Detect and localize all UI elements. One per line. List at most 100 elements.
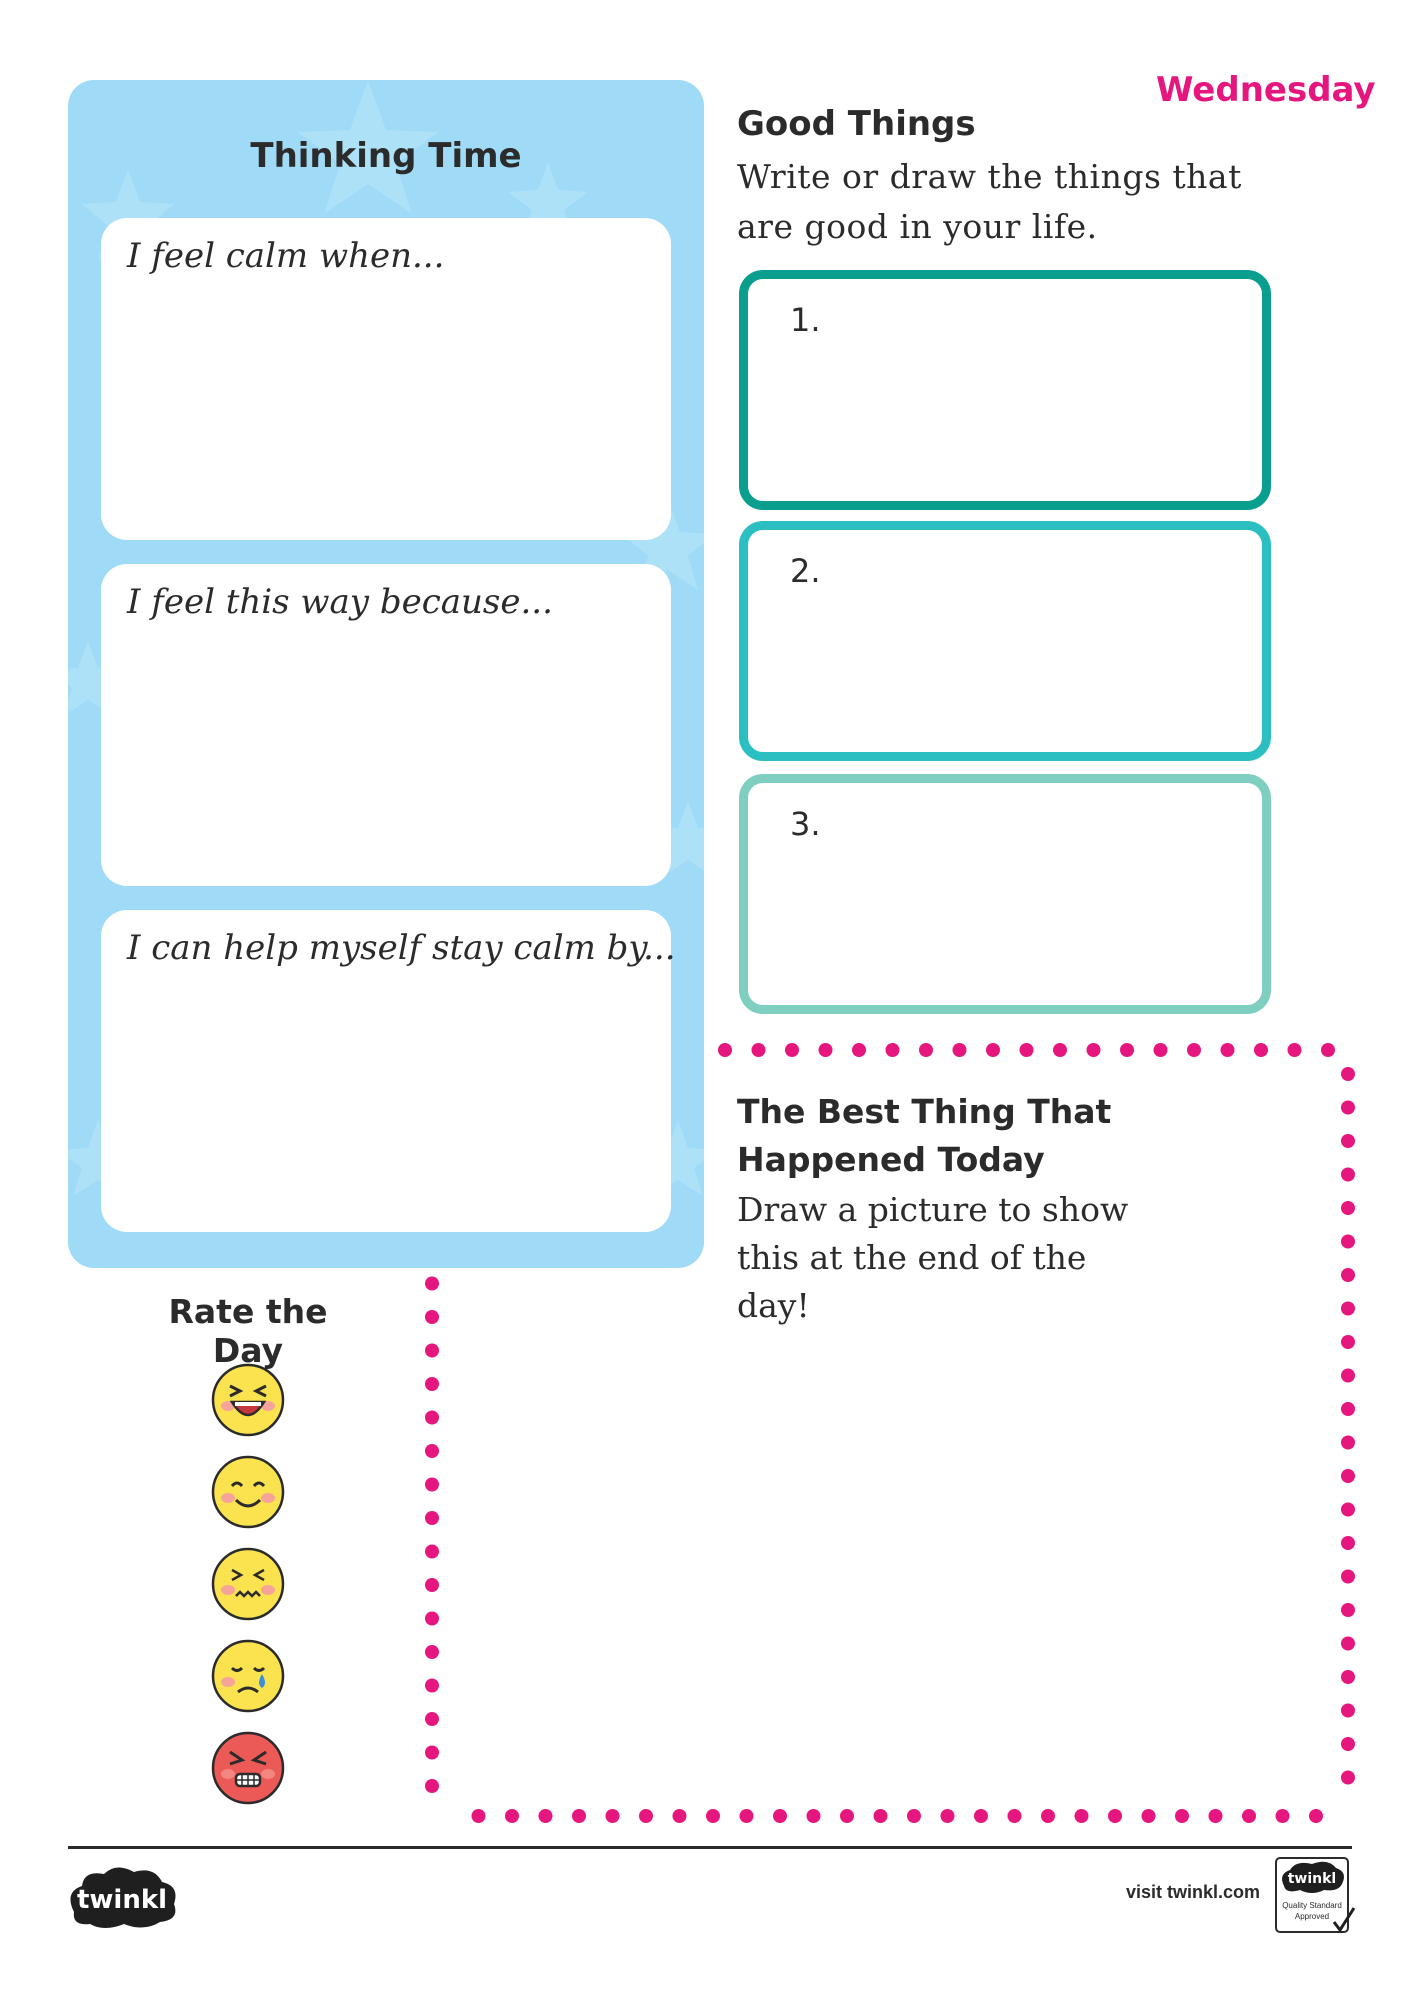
thinking-time-panel: Thinking Time I feel calm when... I feel…	[68, 80, 704, 1268]
frame-dot	[1309, 1809, 1323, 1823]
frame-dot	[1287, 1043, 1302, 1057]
thinking-time-title: Thinking Time	[250, 136, 522, 176]
frame-dot	[425, 1578, 439, 1592]
frame-dot	[605, 1809, 620, 1823]
twinkl-logo[interactable]: twinkl	[64, 1862, 184, 1934]
frame-dot	[818, 1043, 833, 1057]
stay-calm-box[interactable]: I can help myself stay calm by...	[101, 910, 676, 1232]
frame-dot	[471, 1809, 486, 1823]
frame-dot	[785, 1043, 799, 1057]
best-thing-title: The Best Thing That Happened Today	[737, 1092, 1112, 1179]
frame-dot	[1341, 1536, 1355, 1550]
frame-dot	[639, 1809, 653, 1823]
good-things-title: Good Things	[737, 104, 976, 144]
frame-dot	[852, 1043, 866, 1057]
frame-dot	[907, 1809, 921, 1823]
frame-dot	[773, 1809, 787, 1823]
best-thing-description: Draw a picture to show this at the end o…	[737, 1190, 1129, 1325]
badge-brand: twinkl	[1288, 1871, 1337, 1887]
frame-dot	[873, 1809, 888, 1823]
calm-when-box[interactable]: I feel calm when...	[101, 218, 671, 540]
footer-divider	[68, 1846, 1352, 1849]
crying-face-icon[interactable]	[210, 1638, 286, 1714]
frame-dot	[1341, 1737, 1355, 1751]
frame-dot	[425, 1343, 439, 1358]
frame-dot	[1341, 1301, 1355, 1316]
frame-dot	[1254, 1043, 1268, 1057]
frame-dot	[425, 1779, 439, 1793]
frame-dot	[425, 1745, 439, 1760]
frame-dot	[1208, 1809, 1223, 1823]
frame-dot	[1341, 1770, 1355, 1785]
frame-dot	[1341, 1201, 1355, 1215]
laughing-face-icon[interactable]	[210, 1362, 286, 1438]
frame-dot	[1341, 1636, 1355, 1651]
frame-dot	[986, 1043, 1000, 1057]
good-thing-number: 3.	[790, 805, 821, 843]
frame-dot	[425, 1310, 439, 1324]
frame-dot	[919, 1043, 933, 1057]
frame-dot	[425, 1678, 439, 1693]
good-thing-box-3[interactable]: 3.	[739, 774, 1271, 1014]
good-thing-box-1[interactable]: 1.	[739, 270, 1271, 510]
frame-dot	[1341, 1100, 1355, 1115]
good-things-description: Write or draw the things that are good i…	[737, 157, 1242, 246]
checkmark-icon	[1332, 1907, 1356, 1933]
frame-dot	[425, 1477, 439, 1492]
frame-dot	[974, 1809, 988, 1823]
rate-the-day-title: Rate the Day	[168, 1292, 328, 1370]
frame-dot	[1341, 1670, 1355, 1684]
frame-dot	[1086, 1043, 1101, 1057]
frame-dot	[1275, 1809, 1290, 1823]
frame-dot	[1341, 1234, 1355, 1249]
frame-dot	[425, 1377, 439, 1391]
twinkl-logo-text: twinkl	[77, 1885, 167, 1915]
frame-dot	[572, 1809, 586, 1823]
frame-dot	[940, 1809, 955, 1823]
frame-dot	[1175, 1809, 1189, 1823]
feel-because-box[interactable]: I feel this way because...	[101, 564, 671, 886]
day-label: Wednesday	[1156, 70, 1376, 110]
frame-dot	[1321, 1043, 1335, 1057]
worried-face-icon[interactable]	[210, 1546, 286, 1622]
frame-dot	[1341, 1268, 1355, 1282]
frame-dot	[1341, 1402, 1355, 1416]
frame-dot	[1074, 1809, 1089, 1823]
frame-dot	[1341, 1435, 1355, 1450]
frame-dot	[1007, 1809, 1022, 1823]
frame-dot	[425, 1276, 439, 1291]
frame-dot	[1108, 1809, 1122, 1823]
quality-standard-badge: twinkl Quality Standard Approved	[1275, 1857, 1356, 1933]
frame-dot	[425, 1511, 439, 1525]
frame-dot	[425, 1444, 439, 1458]
badge-line-2: Approved	[1295, 1912, 1329, 1921]
frame-dot	[1341, 1569, 1355, 1584]
good-thing-number: 2.	[790, 552, 821, 590]
frame-dot	[1242, 1809, 1256, 1823]
frame-dot	[1341, 1134, 1355, 1148]
frame-dot	[425, 1410, 439, 1425]
frame-dot	[672, 1809, 687, 1823]
smiling-face-icon[interactable]	[210, 1454, 286, 1530]
frame-dot	[1220, 1043, 1235, 1057]
angry-face-icon[interactable]	[210, 1730, 286, 1806]
frame-dot	[538, 1809, 553, 1823]
stay-calm-prompt: I can help myself stay calm by...	[127, 928, 676, 968]
frame-dot	[1341, 1502, 1355, 1517]
frame-dot	[1141, 1809, 1156, 1823]
frame-dot	[806, 1809, 821, 1823]
good-thing-box-2[interactable]: 2.	[739, 521, 1271, 761]
frame-dot	[751, 1043, 766, 1057]
visit-twinkl-link[interactable]: visit twinkl.com	[1126, 1882, 1261, 1902]
badge-line-1: Quality Standard	[1282, 1901, 1342, 1910]
frame-dot	[1341, 1703, 1355, 1718]
frame-dot	[1120, 1043, 1134, 1057]
frame-dot	[1341, 1368, 1355, 1383]
frame-dot	[1341, 1603, 1355, 1617]
best-thing-drawing-area[interactable]	[420, 1030, 1360, 1830]
calm-when-prompt: I feel calm when...	[127, 236, 445, 276]
frame-dot	[885, 1043, 900, 1057]
frame-dot	[706, 1809, 720, 1823]
frame-dot	[1341, 1335, 1355, 1349]
frame-dot	[425, 1712, 439, 1726]
